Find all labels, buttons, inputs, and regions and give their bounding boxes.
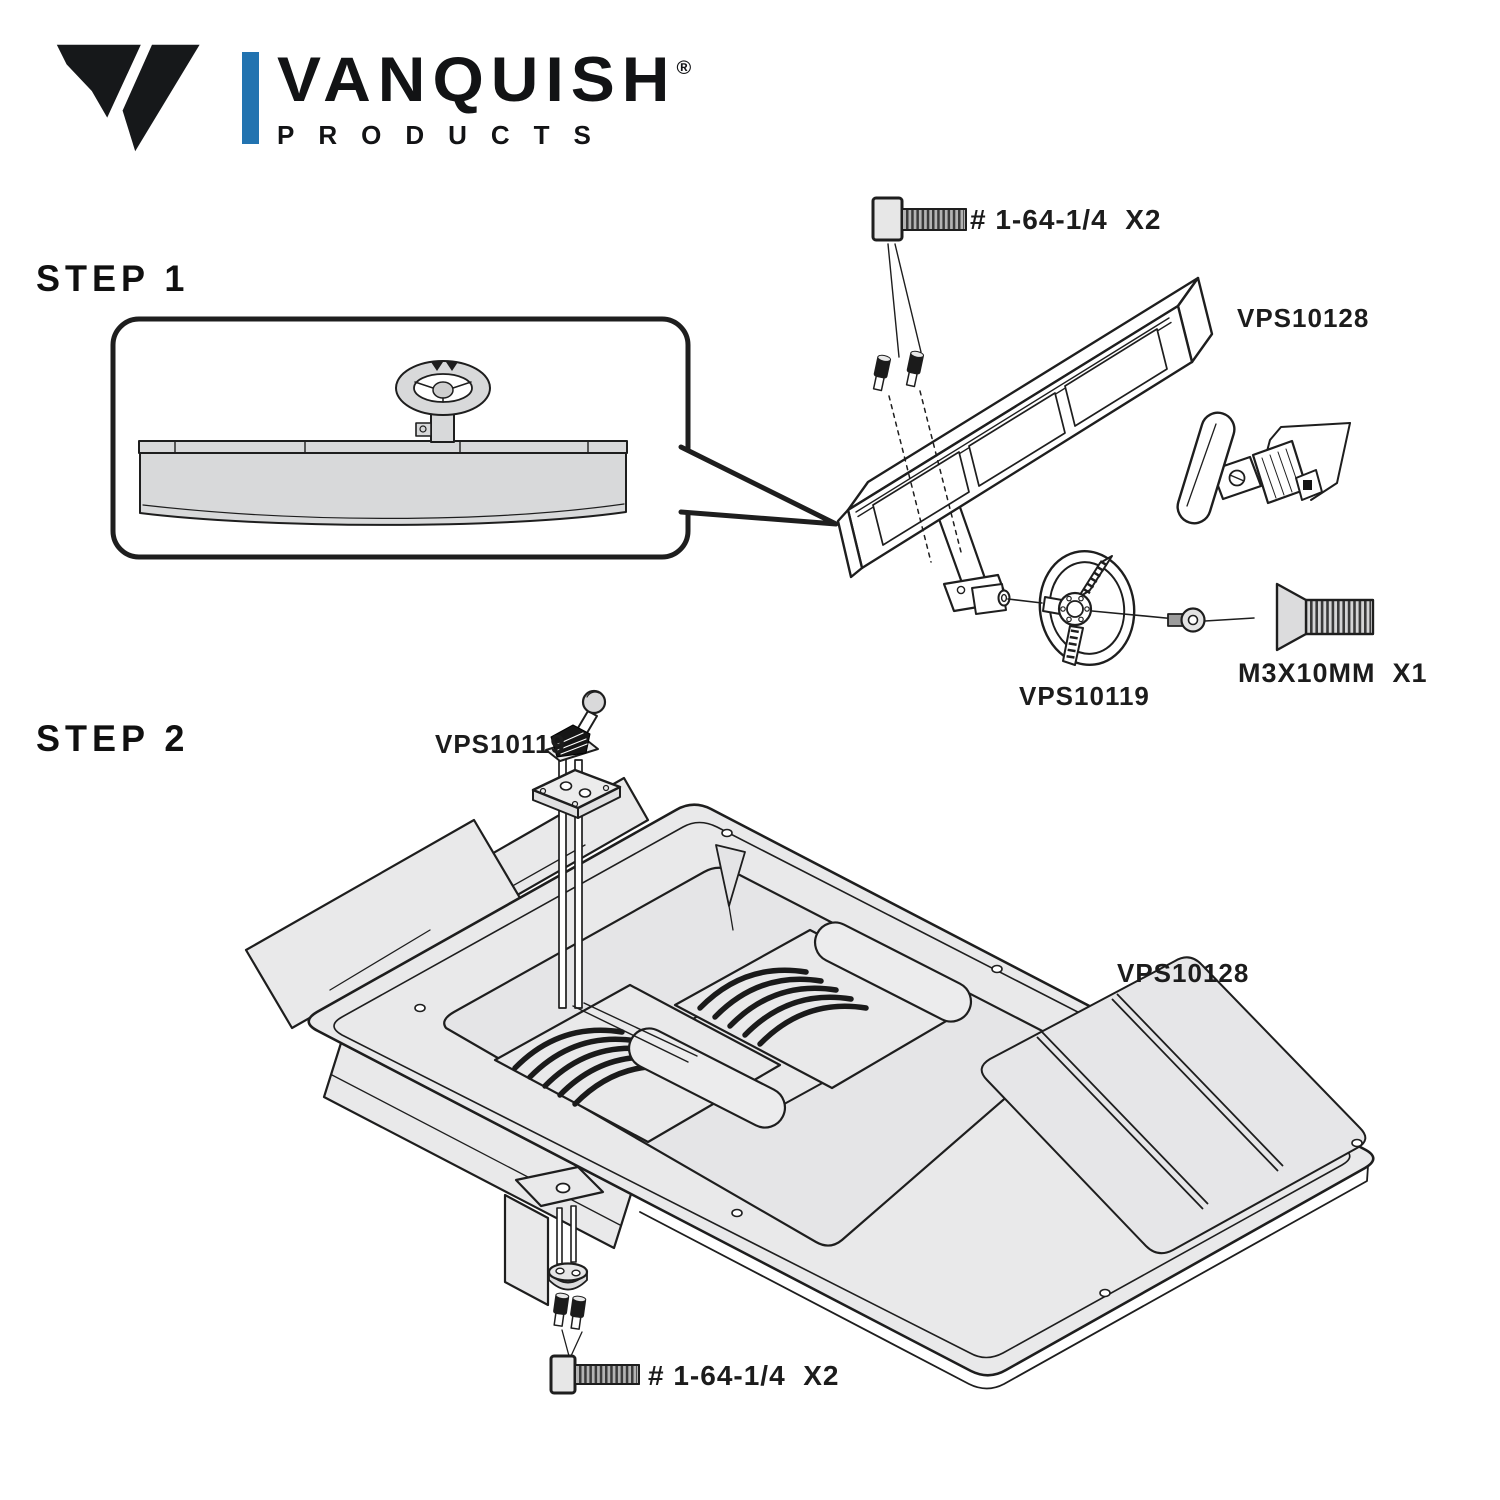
steering-wheel-exploded [1038, 549, 1136, 667]
rim-holes [414, 828, 1363, 1298]
bed-recess [980, 956, 1367, 1255]
step2-shifter-part-label: VPS10119 [435, 729, 566, 759]
socket-screw-icon-top [871, 196, 967, 358]
dashboard-front-view [138, 360, 628, 526]
interior-tub [244, 776, 1375, 1390]
socket-screw-icon-bottom [549, 1354, 640, 1395]
logo-text: VANQUISH® PRODUCTS [277, 46, 691, 151]
step1-wheel-part-label: VPS10119 [1019, 681, 1150, 711]
button-screw-icon [1167, 607, 1206, 633]
brand-subtitle: PRODUCTS [277, 119, 615, 150]
logo-divider [242, 52, 259, 144]
step1-callout-box [110, 316, 839, 560]
dashboard-exploded [836, 276, 1214, 579]
registered-mark: ® [676, 57, 692, 79]
step1-dashboard-part-label: VPS10128 [1237, 303, 1370, 333]
vanquish-mark-icon [56, 44, 200, 152]
seat-passenger [673, 921, 973, 1090]
wheel-column-side-detail [1176, 411, 1351, 525]
brand-logo: VANQUISH® PRODUCTS [52, 42, 691, 154]
brand-wordmark: VANQUISH® [277, 42, 692, 115]
step2-heading: STEP 2 [36, 717, 190, 760]
shifter-mount-plate [531, 768, 622, 819]
shifter-assembly [531, 689, 698, 1063]
steering-wheel-front-small [395, 360, 491, 416]
seat-driver [493, 983, 787, 1144]
tub-mount-tab [514, 1165, 605, 1357]
socket-screws-dash [872, 350, 925, 392]
step1-hardware-label: # 1-64-1/4 X2 [970, 204, 1162, 235]
step1-heading: STEP 1 [36, 257, 190, 300]
flat-screw-icon [1275, 582, 1375, 652]
step1-flat-screw-label: M3X10MM X1 [1238, 658, 1428, 688]
step2-hardware-label: # 1-64-1/4 X2 [648, 1360, 840, 1391]
step2-tub-part-label: VPS10128 [1117, 958, 1250, 988]
axis-lines [1007, 598, 1255, 622]
